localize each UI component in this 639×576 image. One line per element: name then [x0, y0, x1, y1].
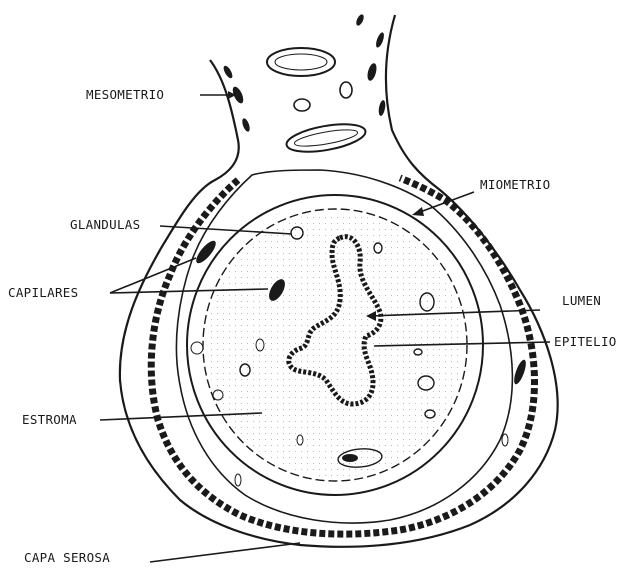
mesometrium-vessel-2-inner	[293, 127, 358, 150]
label-estroma: ESTROMA	[22, 412, 77, 427]
mesometrium-vessel-2	[285, 119, 368, 157]
mesometrium-vessel-1	[267, 48, 335, 76]
arrowhead-miometrio	[412, 207, 424, 216]
label-miometrio: MIOMETRIO	[480, 177, 550, 192]
mesometrium-vessel-3	[294, 99, 310, 111]
label-epitelio: EPITELIO	[554, 334, 617, 349]
label-glandulas: GLANDULAS	[70, 217, 140, 232]
label-lumen: LUMEN	[562, 293, 601, 308]
mesometrium-vessel-1-inner	[275, 54, 327, 70]
label-capa-serosa: CAPA SEROSA	[24, 550, 110, 565]
leader-capa-serosa	[150, 543, 300, 562]
mesometrium-vessel-4	[340, 82, 352, 98]
label-mesometrio: MESOMETRIO	[86, 87, 164, 102]
label-capilares: CAPILARES	[8, 285, 78, 300]
mesometrium-cells	[222, 13, 386, 132]
